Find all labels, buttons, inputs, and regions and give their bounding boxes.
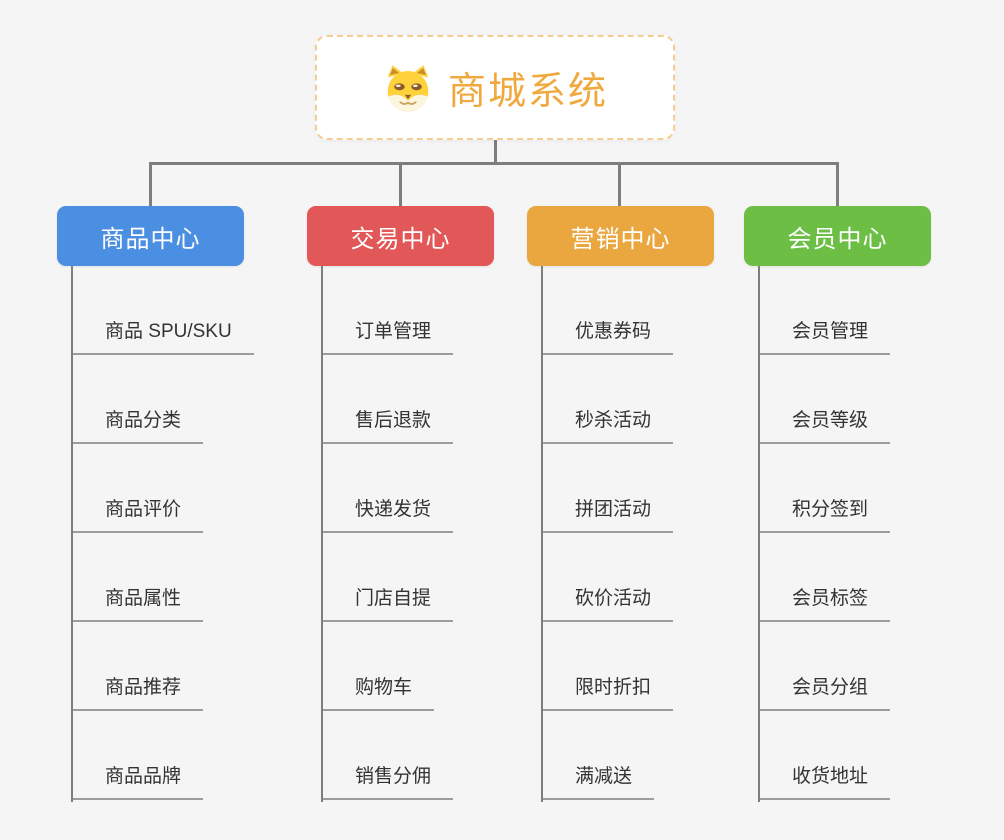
child-node[interactable]: 优惠券码 [541, 316, 674, 355]
branch-marketing-center: 营销中心 优惠券码 秒杀活动 拼团活动 砍价活动 限时折扣 满减送 [527, 206, 714, 802]
branch-node-member-center[interactable]: 会员中心 [744, 206, 931, 266]
branch-children-product: 商品 SPU/SKU 商品分类 商品评价 商品属性 商品推荐 商品品牌 [57, 266, 254, 802]
branch-vline [71, 266, 73, 802]
child-node[interactable]: 售后退款 [321, 405, 454, 444]
connector-trunk [149, 162, 839, 165]
branch-node-marketing-center[interactable]: 营销中心 [527, 206, 714, 266]
child-node[interactable]: 商品属性 [71, 583, 204, 622]
branch-children-marketing: 优惠券码 秒杀活动 拼团活动 砍价活动 限时折扣 满减送 [527, 266, 714, 802]
branch-node-trade-center[interactable]: 交易中心 [307, 206, 494, 266]
branch-vline [758, 266, 760, 802]
connector-drop-member [836, 162, 839, 206]
child-node[interactable]: 商品分类 [71, 405, 204, 444]
child-node[interactable]: 快递发货 [321, 494, 454, 533]
branch-member-center: 会员中心 会员管理 会员等级 积分签到 会员标签 会员分组 收货地址 [744, 206, 931, 802]
child-node[interactable]: 会员等级 [758, 405, 891, 444]
child-node[interactable]: 商品 SPU/SKU [71, 316, 254, 355]
root-title: 商城系统 [447, 71, 608, 113]
connector-drop-trade [399, 162, 402, 206]
child-node[interactable]: 砍价活动 [541, 583, 674, 622]
child-node[interactable]: 会员标签 [758, 583, 891, 622]
child-node[interactable]: 会员管理 [758, 316, 891, 355]
child-node[interactable]: 积分签到 [758, 494, 891, 533]
branch-trade-center: 交易中心 订单管理 售后退款 快递发货 门店自提 购物车 销售分佣 [307, 206, 494, 802]
branch-product-center: 商品中心 商品 SPU/SKU 商品分类 商品评价 商品属性 商品推荐 商品品牌 [57, 206, 254, 802]
child-node[interactable]: 拼团活动 [541, 494, 674, 533]
branch-children-member: 会员管理 会员等级 积分签到 会员标签 会员分组 收货地址 [744, 266, 931, 802]
child-node[interactable]: 限时折扣 [541, 672, 674, 711]
branch-vline [321, 266, 323, 802]
child-node[interactable]: 商品推荐 [71, 672, 204, 711]
child-node[interactable]: 满减送 [541, 761, 655, 800]
child-node[interactable]: 销售分佣 [321, 761, 454, 800]
connector-drop-marketing [618, 162, 621, 206]
branch-children-trade: 订单管理 售后退款 快递发货 门店自提 购物车 销售分佣 [307, 266, 494, 802]
child-node[interactable]: 会员分组 [758, 672, 891, 711]
connector-drop-product [149, 162, 152, 206]
child-node[interactable]: 商品评价 [71, 494, 204, 533]
child-node[interactable]: 收货地址 [758, 761, 891, 800]
child-node[interactable]: 门店自提 [321, 583, 454, 622]
branch-node-product-center[interactable]: 商品中心 [57, 206, 244, 266]
branch-vline [541, 266, 543, 802]
shiba-dog-icon [387, 64, 429, 112]
root-node[interactable]: 商城系统 [315, 35, 675, 140]
connector-root-drop [494, 140, 497, 164]
child-node[interactable]: 秒杀活动 [541, 405, 674, 444]
child-node[interactable]: 商品品牌 [71, 761, 204, 800]
child-node[interactable]: 购物车 [321, 672, 435, 711]
child-node[interactable]: 订单管理 [321, 316, 454, 355]
